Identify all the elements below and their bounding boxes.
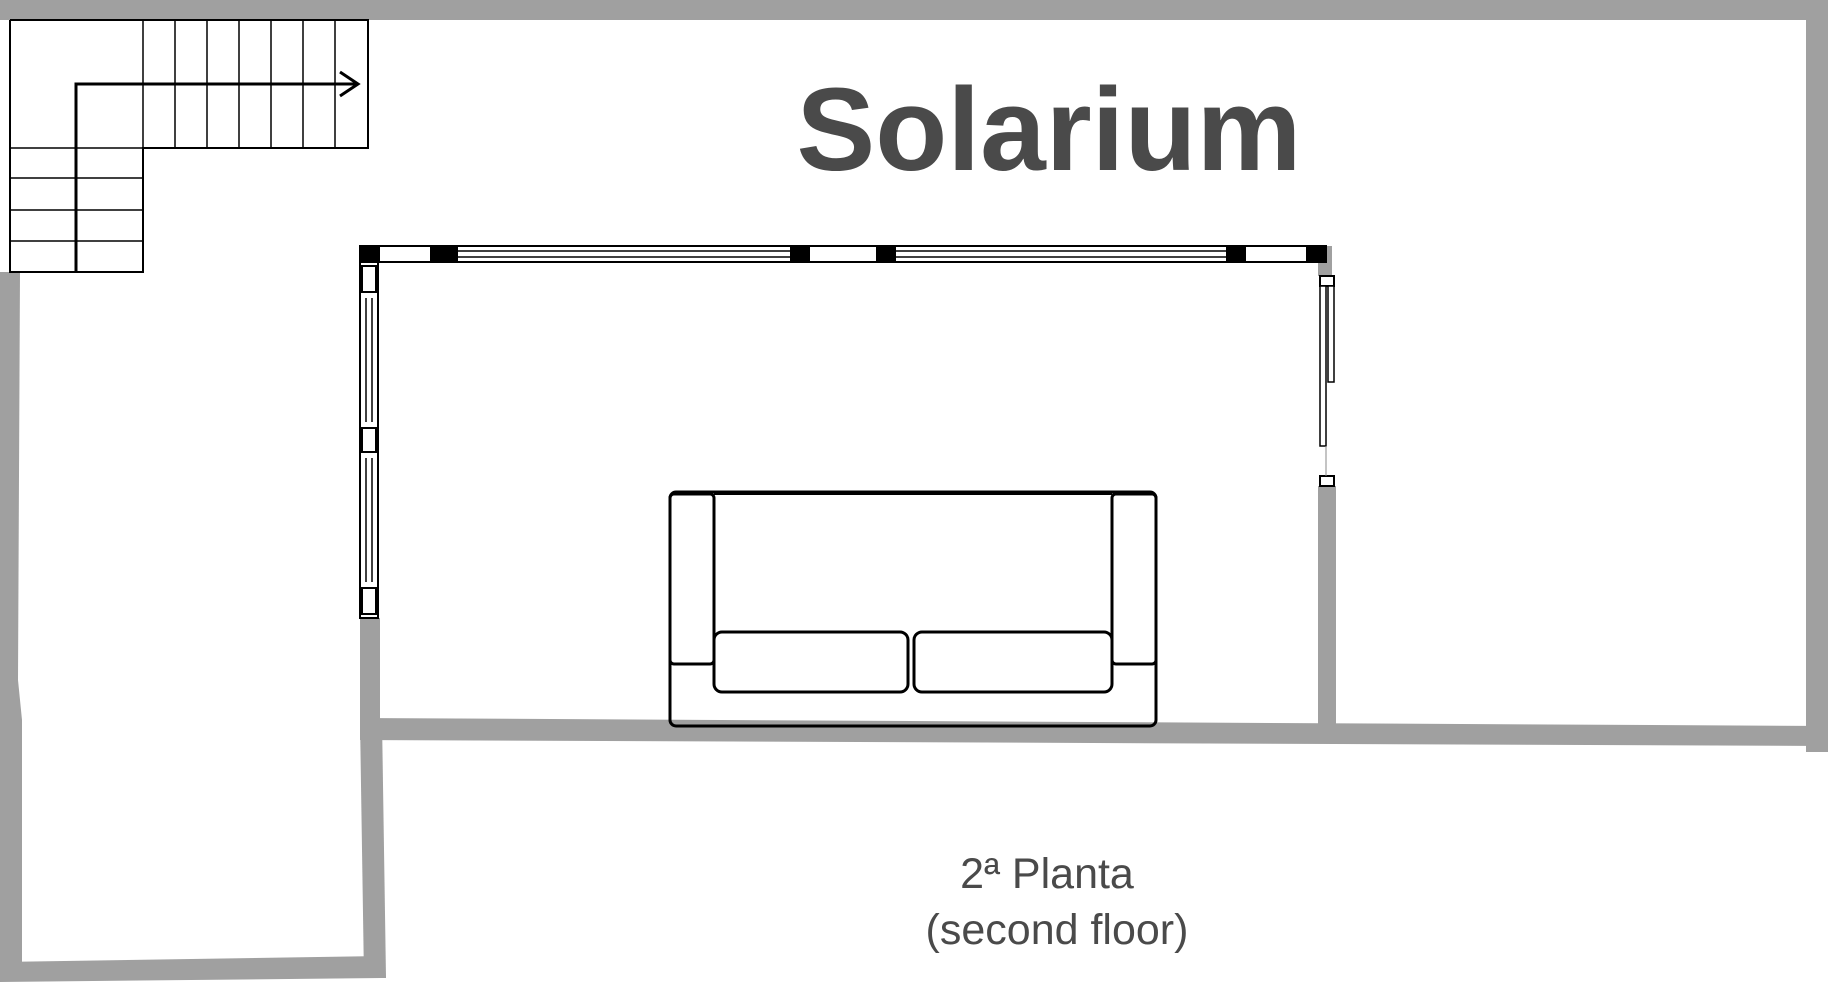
window-top: [359, 245, 1327, 263]
wall-solarium-right: [1318, 486, 1336, 726]
wall-right: [1806, 0, 1828, 752]
floor-label-line1: 2ª Planta: [960, 850, 1134, 898]
wall-middle-horizontal: [360, 718, 1828, 746]
wall-inner-vertical: [360, 720, 386, 978]
wall-solarium-left: [360, 618, 380, 722]
floor-label-line2: (second floor): [926, 906, 1189, 954]
sofa: [668, 490, 1158, 728]
wall-top: [0, 0, 1828, 20]
wall-bottom-left: [0, 956, 386, 982]
wall-left: [0, 272, 22, 980]
room-title: Solarium: [797, 64, 1302, 196]
window-right: [1319, 275, 1335, 487]
solarium-windows: [359, 245, 1335, 619]
staircase: [9, 19, 369, 273]
